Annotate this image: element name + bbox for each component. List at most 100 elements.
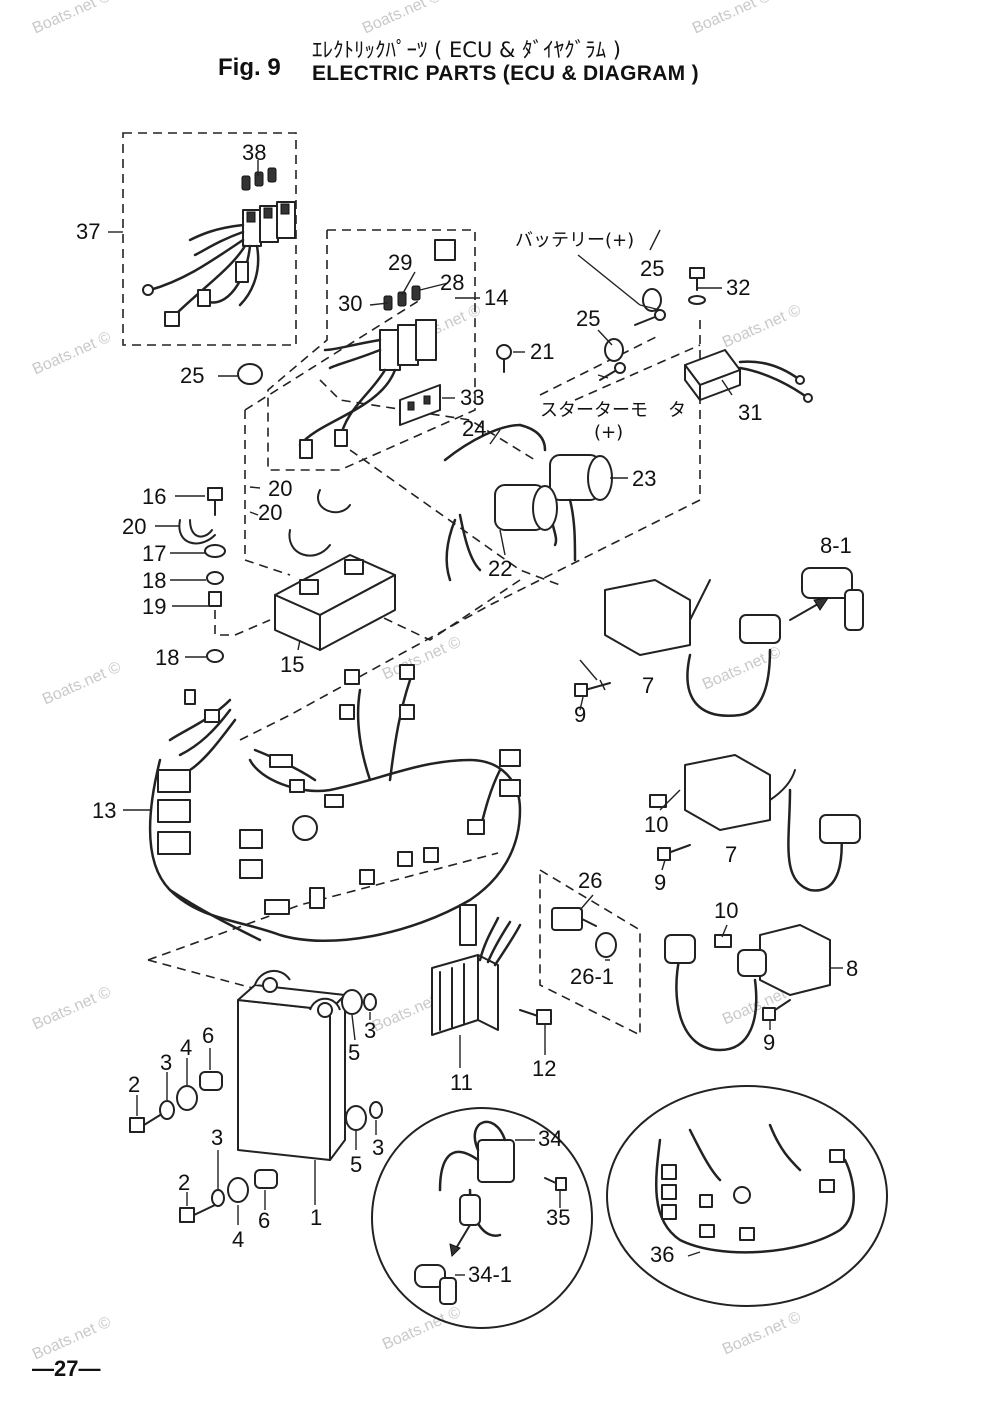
relay-harness-box — [122, 132, 297, 346]
callout-16: 16 — [142, 484, 166, 509]
bracket-leader — [244, 410, 291, 576]
callout-13: 13 — [92, 798, 116, 823]
callout-11: 11 — [450, 1070, 473, 1095]
callout-1: 1 — [310, 1205, 322, 1230]
callout-26-1: 26-1 — [570, 964, 614, 989]
callout-3: 3 — [211, 1125, 223, 1150]
relay-38 — [241, 167, 277, 191]
starter-relay-23 — [549, 454, 613, 562]
title-japanese: ｴﾚｸﾄﾘｯｸﾊﾟｰﾂ ( ECU & ﾀﾞｲﾔｸﾞﾗﾑ ) — [312, 38, 621, 62]
callout-31: 31 — [738, 400, 762, 425]
starter-plus-label: (+) — [594, 422, 623, 443]
page-number: —27— — [32, 1356, 101, 1381]
spark-plug-cap-8-1 — [789, 567, 864, 631]
bolt-35 — [544, 1177, 567, 1191]
ignition-coil-7 — [574, 579, 781, 717]
relay-box-outline — [267, 230, 476, 471]
regulator-11 — [431, 904, 522, 1036]
callout-labels: 37 38 29 28 30 14 25 21 33 24 23 22 25 2… — [76, 140, 858, 1287]
callout-6: 6 — [202, 1023, 214, 1048]
callout-25-starter: 25 — [576, 306, 600, 331]
callout-28: 28 — [440, 270, 464, 295]
bolt-16 — [207, 487, 223, 516]
callout-8-1: 8-1 — [820, 533, 852, 558]
callout-29: 29 — [388, 250, 412, 275]
o-ring-26-1 — [595, 932, 617, 958]
spark-plug-cap-34-1 — [414, 1194, 481, 1305]
callout-38: 38 — [242, 140, 266, 165]
callout-8: 8 — [846, 956, 858, 981]
sensor-26 — [551, 907, 597, 931]
callout-19: 19 — [142, 594, 166, 619]
callout-20: 20 — [258, 500, 282, 525]
grommet-18 — [206, 571, 224, 585]
callout-4: 4 — [180, 1035, 192, 1060]
callout-24: 24 — [462, 416, 486, 441]
ecu-leader — [147, 852, 499, 961]
sub-wire-harness-36 — [654, 1123, 855, 1254]
callout-32: 32 — [726, 275, 750, 300]
relay-harness-37 — [142, 201, 296, 327]
bolt-12 — [519, 1009, 552, 1025]
harness-leader — [239, 320, 701, 741]
collar-19 — [208, 591, 222, 607]
callout-15: 15 — [280, 652, 304, 677]
ecu-leader — [147, 959, 261, 991]
relay-block-14 — [298, 239, 456, 459]
callout-2: 2 — [128, 1072, 140, 1097]
callout-7: 7 — [642, 673, 654, 698]
callout-23: 23 — [632, 466, 656, 491]
clamp-20 — [178, 489, 351, 557]
relay-leader — [574, 344, 701, 401]
callout-25-battery: 25 — [640, 256, 664, 281]
grommet-4 — [176, 1085, 249, 1203]
bracket-33 — [399, 384, 441, 426]
sensor-box — [539, 869, 641, 1037]
callout-30: 30 — [338, 291, 362, 316]
callout-18: 18 — [142, 568, 166, 593]
starter-relay-22 — [445, 484, 558, 582]
title-english: ELECTRIC PARTS (ECU & DIAGRAM ) — [312, 62, 699, 85]
callout-36: 36 — [650, 1242, 674, 1267]
callout-20: 20 — [122, 514, 146, 539]
callout-3: 3 — [364, 1018, 376, 1043]
callout-33: 33 — [460, 385, 484, 410]
callout-5: 5 — [348, 1040, 360, 1065]
washer-17 — [204, 544, 226, 558]
leader-lines — [108, 160, 843, 1276]
callout-35: 35 — [546, 1205, 570, 1230]
relay-box-outline — [327, 229, 476, 300]
callout-4: 4 — [232, 1227, 244, 1252]
callout-12: 12 — [532, 1056, 556, 1081]
callout-10: 10 — [714, 898, 738, 923]
battery-plus-label: バッテリー(+) — [515, 230, 634, 251]
grommet-18 — [206, 649, 224, 663]
bracket-leader — [244, 299, 421, 411]
callout-9: 9 — [763, 1030, 775, 1055]
figure-number: Fig. 9 — [218, 54, 281, 81]
callout-26: 26 — [578, 868, 602, 893]
callout-9: 9 — [574, 702, 586, 727]
bolt-21 — [496, 344, 512, 373]
callout-34-1: 34-1 — [468, 1262, 512, 1287]
ecu-1 — [237, 970, 346, 1161]
callout-20: 20 — [268, 476, 292, 501]
ignition-coil-7 — [649, 754, 861, 892]
bolt-2 — [129, 1111, 216, 1223]
callout-14: 14 — [484, 285, 508, 310]
callout-5: 5 — [350, 1152, 362, 1177]
collar-6 — [199, 1071, 278, 1189]
callout-22: 22 — [488, 556, 512, 581]
callout-6: 6 — [258, 1208, 270, 1233]
starter-motor-label: スターターモ — [540, 400, 648, 421]
callout-18: 18 — [155, 645, 179, 670]
main-wire-harness-13 — [148, 664, 522, 943]
clamp-25 — [237, 288, 662, 385]
callout-3: 3 — [160, 1050, 172, 1075]
rectifier-31 — [684, 349, 813, 403]
callout-7: 7 — [725, 842, 737, 867]
callout-10: 10 — [644, 812, 668, 837]
callout-21: 21 — [530, 339, 554, 364]
callout-25: 25 — [180, 363, 204, 388]
callout-3: 3 — [372, 1135, 384, 1160]
